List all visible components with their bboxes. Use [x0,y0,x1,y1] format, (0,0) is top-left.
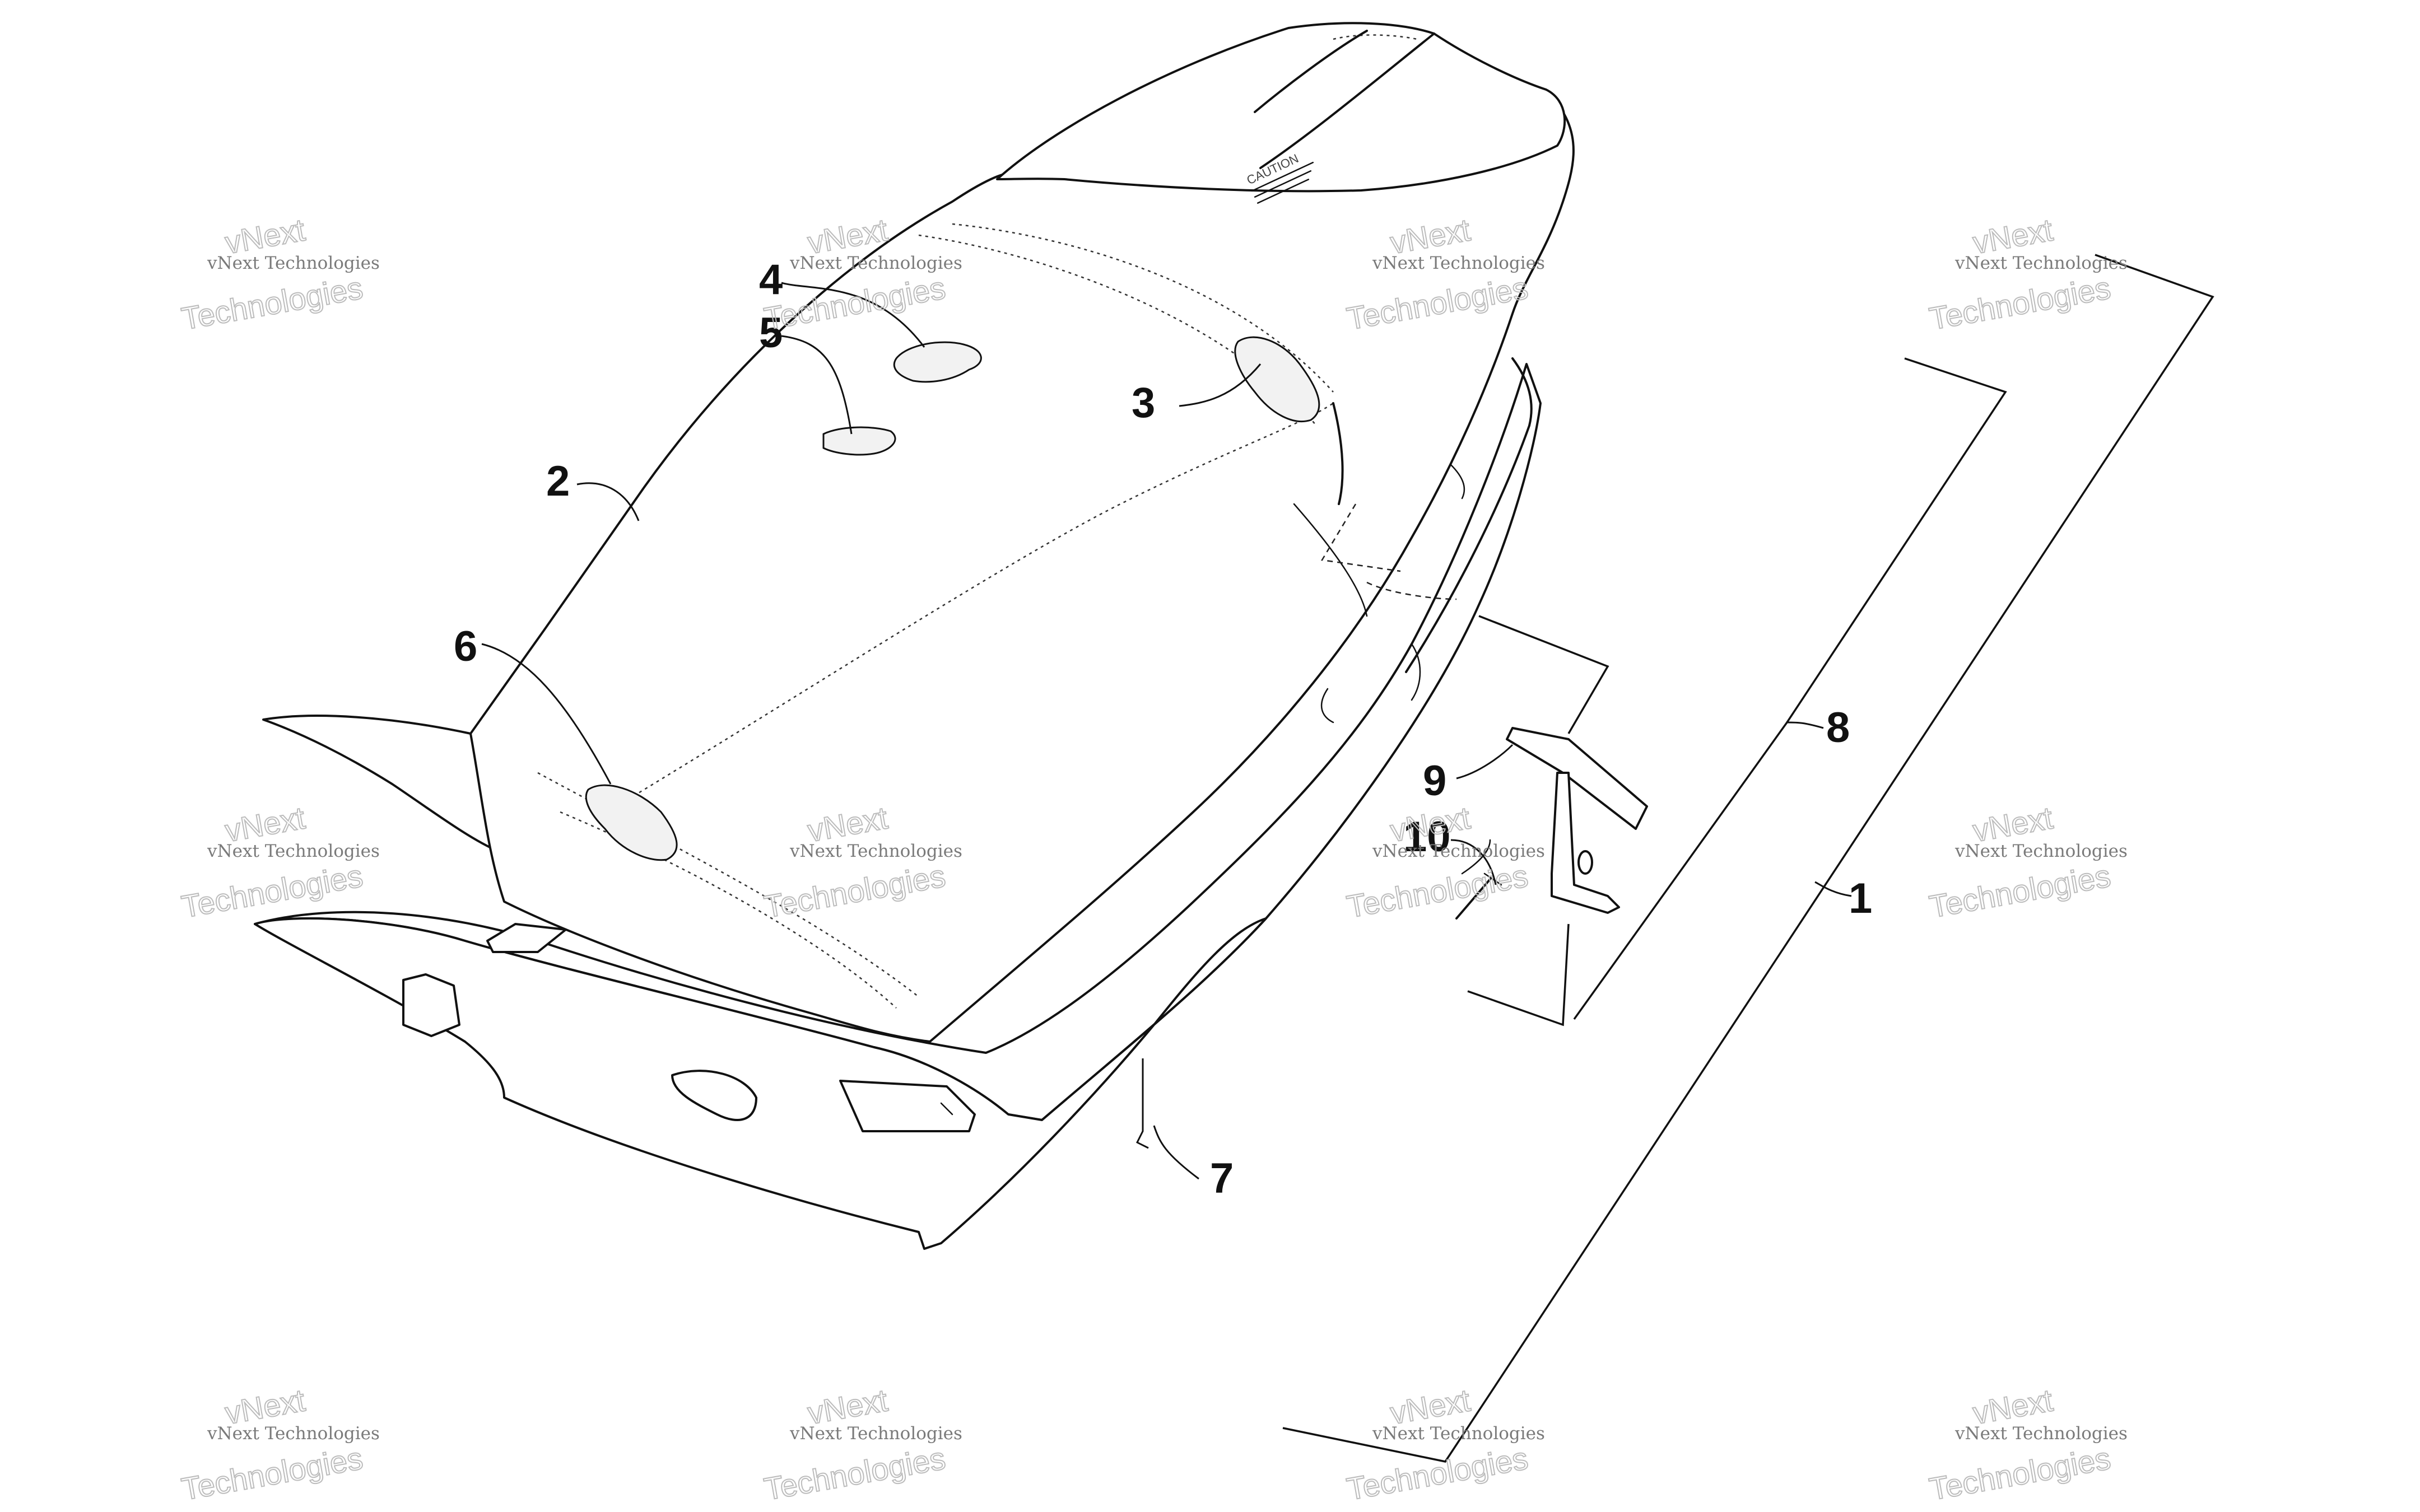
callout-labels: 1 2 3 4 5 6 7 8 9 10 [454,256,1872,1202]
seat-bracket [1455,727,1648,920]
svg-text:vNext Technologies: vNext Technologies [789,1424,962,1444]
svg-text:vNext Technologies: vNext Technologies [207,1424,380,1444]
svg-text:vNext Technologies: vNext Technologies [789,841,962,861]
watermark: vNext Technologies vNext Technologies [1926,1382,2128,1508]
watermark: vNext Technologies vNext Technologies [1926,799,2128,925]
callout-8: 8 [1826,704,1850,752]
watermark: vNext Technologies vNext Technologies [178,799,380,925]
svg-text:Technologies: Technologies [179,1440,365,1507]
seat-rear-hump [996,22,1566,193]
foam-patch-3 [1234,336,1320,423]
svg-text:Technologies: Technologies [179,270,365,337]
group-bracket-8 [1573,357,2007,1020]
seat-assembly: CAUTION [254,22,1575,1250]
svg-text:vNext Technologies: vNext Technologies [1954,841,2128,861]
svg-text:Technologies: Technologies [1344,1440,1530,1507]
callout-9: 9 [1423,757,1446,805]
callout-2: 2 [546,458,570,505]
svg-text:vNext Technologies: vNext Technologies [1954,1424,2128,1444]
svg-text:vNext Technologies: vNext Technologies [789,253,962,273]
watermark: vNext Technologies vNext Technologies [1343,799,1545,925]
seat-cushion [469,88,1575,1043]
watermark: vNext Technologies vNext Technologies [1343,1382,1545,1508]
svg-text:Technologies: Technologies [1926,1440,2113,1507]
svg-text:vNext Technologies: vNext Technologies [1954,253,2128,273]
svg-text:vNext Technologies: vNext Technologies [207,253,380,273]
callout-4: 4 [759,256,783,304]
watermark: vNext Technologies vNext Technologies [178,1382,380,1508]
foam-patch-6 [585,784,678,861]
seat-latch [486,923,567,953]
watermark: vNext Technologies vNext Technologies [178,211,380,337]
seat-grab-handle [402,973,460,1037]
svg-text:vNext Technologies: vNext Technologies [1372,841,1545,861]
group-bracket-1 [1282,254,2214,1463]
watermark: vNext Technologies vNext Technologies [1926,211,2128,337]
seat-base-underside [254,917,1267,1250]
svg-text:Technologies: Technologies [1926,858,2113,925]
callout-5: 5 [759,309,783,357]
callout-6: 6 [454,623,477,670]
foam-patch-5 [822,426,896,456]
callout-10: 10 [1403,813,1451,861]
svg-text:vNext Technologies: vNext Technologies [207,841,380,861]
callout-3: 3 [1132,379,1155,427]
svg-text:Technologies: Technologies [1926,270,2113,337]
callout-1: 1 [1849,875,1872,922]
group-bracket-inner [1467,615,1609,1026]
foam-patch-4 [893,341,982,383]
svg-text:vNext Technologies: vNext Technologies [1372,1424,1545,1444]
svg-text:Technologies: Technologies [1344,858,1530,925]
leader-lines [481,282,1852,1180]
svg-text:Technologies: Technologies [761,1440,948,1507]
callout-7: 7 [1210,1155,1234,1202]
svg-text:vNext Technologies: vNext Technologies [1372,253,1545,273]
watermark: vNext Technologies vNext Technologies [761,1382,962,1508]
